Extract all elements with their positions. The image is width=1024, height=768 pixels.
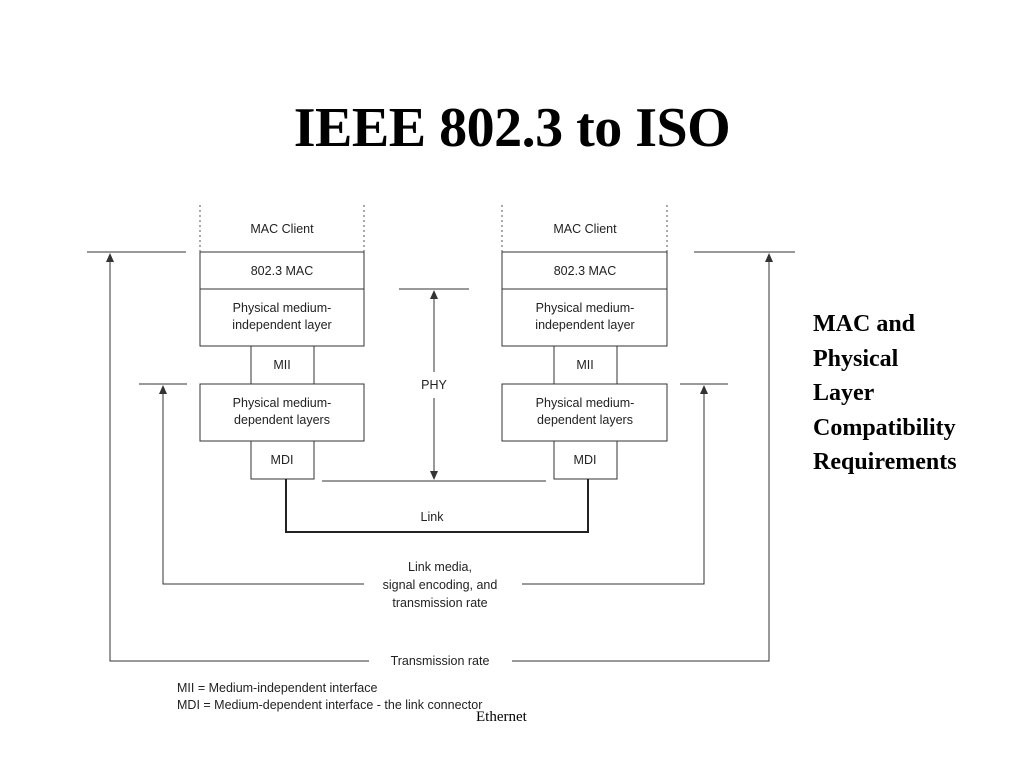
- side-note-line: Compatibility: [813, 414, 956, 441]
- phy-label: PHY: [421, 378, 447, 392]
- right-pmi-box: [501, 288, 668, 347]
- left-pmi-box: [199, 288, 365, 347]
- right-pmi-line: independent layer: [535, 318, 634, 332]
- transmission-rate-bracket: Transmission rate: [87, 251, 795, 668]
- link-label: Link: [421, 510, 445, 524]
- media-left-line: [162, 390, 364, 585]
- left-mac-label: 802.3 MAC: [251, 264, 314, 278]
- footer-text: Ethernet: [476, 709, 527, 725]
- phy-down-arrow: [430, 471, 438, 480]
- left-mdi-box: [250, 440, 315, 480]
- link-media-line: transmission rate: [392, 596, 487, 610]
- left-pmi-line: Physical medium-: [233, 301, 332, 315]
- phy-bracket: PHY: [322, 288, 546, 482]
- media-right-line: [522, 390, 705, 585]
- left-mac-client-label: MAC Client: [250, 222, 314, 236]
- link-line: [285, 479, 589, 533]
- side-note-line: Requirements: [813, 449, 957, 475]
- left-pmd-box: [199, 383, 365, 442]
- right-mdi-box: [553, 440, 618, 480]
- side-note: MAC and Physical Layer Compatibility Req…: [813, 307, 957, 480]
- left-mac-box: [199, 251, 365, 290]
- media-left-arrow: [159, 385, 167, 394]
- phy-up-arrow: [430, 290, 438, 299]
- tx-right-line: [512, 258, 770, 662]
- right-mac-label: 802.3 MAC: [554, 264, 617, 278]
- legend-line-mdi: MDI = Medium-dependent interface - the l…: [177, 698, 482, 712]
- right-mii-label: MII: [576, 358, 593, 372]
- tx-right-arrow: [765, 253, 773, 262]
- right-mdi-label: MDI: [574, 453, 597, 467]
- link-media-line: Link media,: [408, 560, 472, 574]
- right-pmd-box: [501, 383, 668, 442]
- left-mii-label: MII: [273, 358, 290, 372]
- media-right-arrow: [700, 385, 708, 394]
- right-stack: MAC Client 802.3 MAC Physical medium- in…: [501, 205, 668, 480]
- right-mii-box: [553, 345, 618, 385]
- tx-left-line: [109, 258, 369, 662]
- link-media-line: signal encoding, and: [383, 578, 498, 592]
- left-pmd-line: dependent layers: [234, 413, 330, 427]
- link-connector: Link: [285, 479, 589, 533]
- side-note-line: MAC and: [813, 311, 916, 337]
- left-pmi-line: independent layer: [232, 318, 331, 332]
- slide-title: IEEE 802.3 to ISO: [293, 97, 731, 159]
- left-pmd-line: Physical medium-: [233, 396, 332, 410]
- right-mac-client-label: MAC Client: [553, 222, 617, 236]
- tx-left-arrow: [106, 253, 114, 262]
- transmission-rate-label: Transmission rate: [391, 654, 490, 668]
- legend: MII = Medium-independent interface MDI =…: [177, 681, 482, 712]
- side-note-line: Layer: [813, 380, 875, 406]
- link-media-bracket: Link media, signal encoding, and transmi…: [139, 383, 728, 610]
- legend-line-mii: MII = Medium-independent interface: [177, 681, 378, 695]
- right-pmd-line: dependent layers: [537, 413, 633, 427]
- right-pmd-line: Physical medium-: [536, 396, 635, 410]
- right-mac-box: [501, 251, 668, 290]
- side-note-line: Physical: [813, 345, 899, 372]
- right-pmi-line: Physical medium-: [536, 301, 635, 315]
- left-stack: MAC Client 802.3 MAC Physical medium- in…: [199, 205, 365, 480]
- left-mdi-label: MDI: [271, 453, 294, 467]
- left-mii-box: [250, 345, 315, 385]
